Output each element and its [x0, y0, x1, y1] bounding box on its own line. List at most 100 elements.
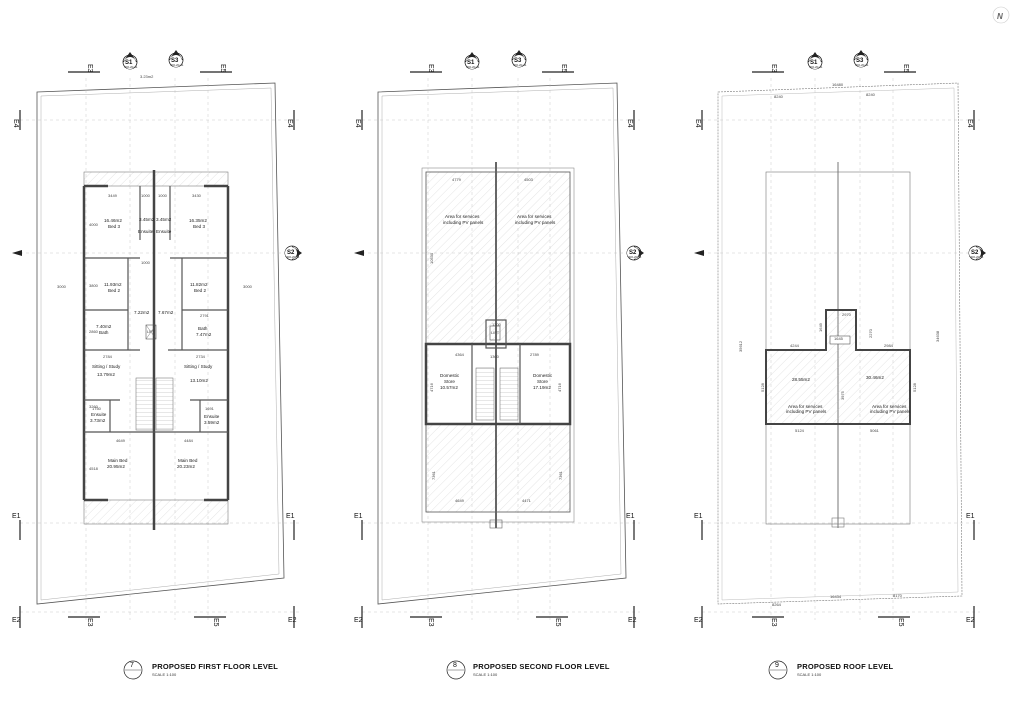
room-label: 7.47m2: [196, 332, 212, 337]
room-label: 3.45m2: [139, 217, 155, 222]
dimension-label: 4649: [116, 438, 126, 443]
room-label: 28.55m2: [792, 377, 810, 382]
drawing-title: PROPOSED SECOND FLOOR LEVEL: [473, 662, 610, 671]
room-label: 20.23m2: [177, 464, 195, 469]
drawing-number: 9: [775, 662, 779, 669]
room-label: Bath: [198, 326, 208, 331]
plan-first-floor: 16.46m2 Bed 3 16.35m2 Bed 3 3.45m2 3.45m…: [12, 50, 302, 680]
axis-tag: E4: [966, 119, 973, 128]
dimension-label: 1645: [834, 336, 844, 341]
dimension-label: 4364: [455, 352, 465, 357]
axis-tag: E2: [628, 617, 637, 624]
room-label: Bed 3: [108, 224, 120, 229]
room-label: Bed 2: [108, 288, 120, 293]
plan-roof: 28.55m2 30.46m2 Area for services includ…: [694, 50, 986, 680]
dimension-label: 1300: [490, 354, 500, 359]
section-tag: S3: [514, 58, 522, 64]
dimension-label: 3000: [57, 284, 67, 289]
room-label: 10.57m2: [440, 385, 458, 390]
dimension-label: 1300: [492, 322, 502, 327]
dimension-label: 4244: [790, 343, 800, 348]
section-ref: 400-20-11: [124, 65, 138, 69]
room-label: Domestic: [533, 373, 553, 378]
section-ref: 400-20-11: [286, 255, 300, 259]
section-ref: 400-20-11: [809, 65, 823, 69]
dimension-label: 3975: [840, 390, 845, 400]
room-label: Ensuite: [91, 412, 107, 417]
dimension-label: 3260: [89, 404, 99, 409]
axis-tag: E5: [554, 618, 561, 627]
dimension-label: 8240: [866, 92, 876, 97]
room-label: including PV panels: [515, 220, 556, 225]
room-label: including PV panels: [443, 220, 484, 225]
room-label: 7.22m2: [134, 310, 150, 315]
axis-tag: E1: [354, 513, 363, 520]
axis-tag: E2: [288, 617, 297, 624]
axis-tag: E5: [212, 618, 219, 627]
axis-tag: E1: [286, 513, 295, 520]
axis-tag: E2: [12, 617, 21, 624]
north-label: N: [997, 12, 1003, 21]
axis-tag: E5: [219, 64, 226, 73]
dimension-label: 5061: [870, 428, 880, 433]
axis-tag: E4: [694, 119, 701, 128]
axis-tag: E4: [354, 119, 361, 128]
room-label: Ensuite: [156, 229, 172, 234]
room-label: 30.46m2: [866, 375, 884, 380]
dimension-label: 4649: [455, 498, 465, 503]
dimension-label: 2860: [89, 329, 99, 334]
dimension-label: 16434: [830, 594, 842, 599]
dimension-label: 7361: [558, 470, 563, 480]
dimension-label: 3449: [108, 193, 118, 198]
dimension-label: 34638: [935, 330, 940, 342]
dimension-label: 2970: [842, 312, 852, 317]
room-label: Area for services: [872, 404, 907, 409]
dimension-label: LIFT: [147, 329, 156, 334]
section-ref: 400-20-11: [466, 65, 480, 69]
dimension-label: 10530: [429, 252, 434, 264]
axis-tag: E3: [770, 64, 777, 73]
axis-tag: E3: [427, 618, 434, 627]
dimension-label: 3.23m2: [140, 74, 154, 79]
room-label: 7.67m2: [158, 310, 174, 315]
axis-tag: E5: [902, 64, 909, 73]
drawing-number: 7: [130, 662, 134, 669]
dimension-label: 2734: [196, 354, 206, 359]
dimension-label: 3800: [89, 283, 99, 288]
dimension-label: 4779: [452, 177, 462, 182]
section-tag: S3: [171, 58, 179, 64]
section-ref: 400-20-11: [170, 63, 184, 67]
room-label: 17.19m2: [533, 385, 551, 390]
dimension-label: 8170: [893, 593, 903, 598]
axis-tag: E4: [12, 119, 19, 128]
room-label: 7.40m2: [96, 324, 112, 329]
dimension-label: 5124: [795, 428, 805, 433]
dimension-label: 2984: [884, 343, 894, 348]
axis-tag: E3: [770, 618, 777, 627]
drawing-scale: SCALE 1:100: [473, 672, 498, 677]
dimension-label: 1649: [818, 322, 823, 332]
room-label: Bed 2: [194, 288, 206, 293]
dimension-label: 16480: [832, 82, 844, 87]
room-label: Area for services: [517, 214, 552, 219]
section-tag: S2: [629, 250, 637, 256]
axis-tag: E3: [86, 64, 93, 73]
dimension-label: 2270: [868, 328, 873, 338]
room-label: including PV panels: [786, 409, 827, 414]
dimension-label: 4716: [429, 382, 434, 392]
dimension-label: 4000: [89, 222, 99, 227]
dimension-label: 8240: [774, 94, 784, 99]
dimension-label: 5128: [912, 382, 917, 392]
axis-tag: E1: [694, 513, 703, 520]
dimension-label: 1000: [141, 193, 151, 198]
section-ref: 400-20-11: [970, 255, 984, 259]
axis-tag: E5: [560, 64, 567, 73]
dimension-label: 1750: [92, 406, 102, 411]
room-label: 13.79m2: [97, 372, 115, 377]
north-arrow-icon: N: [992, 6, 1010, 24]
dimension-label: 3430: [192, 193, 202, 198]
section-ref: 400-20-11: [628, 255, 642, 259]
room-label: Ensuite: [204, 414, 220, 419]
